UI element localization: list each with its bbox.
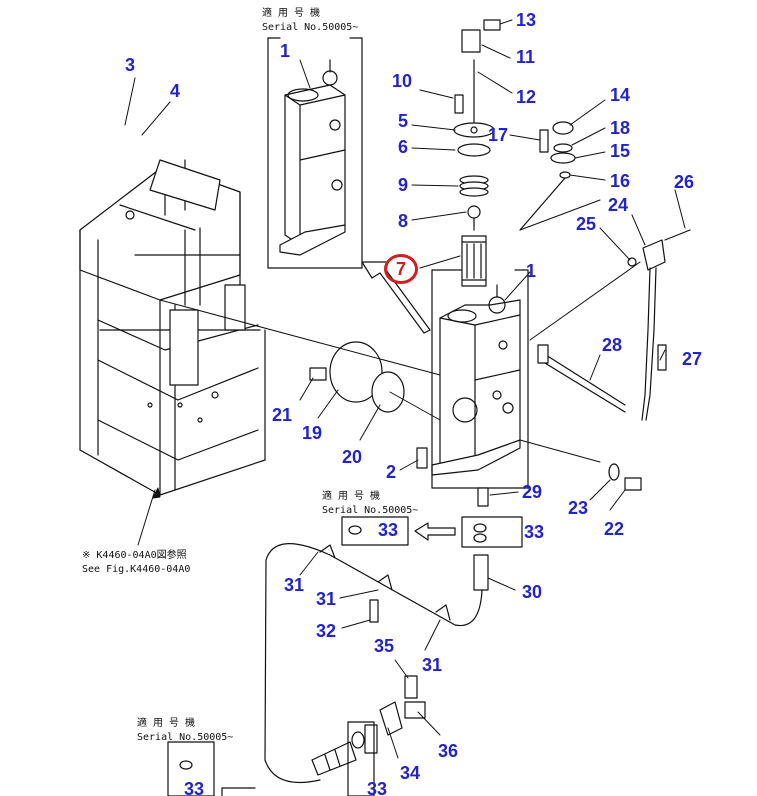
highlighted-callout-7[interactable]: 7 [384,254,418,284]
callout-31[interactable]: 31 [316,589,337,609]
callout-22[interactable]: 22 [604,519,625,539]
callout-3[interactable]: 3 [125,55,136,75]
callout-10[interactable]: 10 [392,71,413,91]
callout-14[interactable]: 14 [610,85,631,105]
callout-35[interactable]: 35 [374,636,395,656]
callout-24[interactable]: 24 [608,195,629,215]
callout-30[interactable]: 30 [522,582,543,602]
callout-29[interactable]: 29 [522,482,543,502]
callout-9[interactable]: 9 [398,175,409,195]
applicable-note-jp-middle: 適 用 号 機 [322,491,381,502]
applicable-note-jp-top: 適 用 号 機 [262,8,321,19]
reference-note-en: See Fig.K4460-04A0 [82,564,191,575]
cover-plate [309,341,405,413]
callout-34[interactable]: 34 [400,763,421,783]
filter-assembly [453,19,501,287]
callout-13[interactable]: 13 [516,10,537,30]
callout-4[interactable]: 4 [170,81,181,101]
callout-31[interactable]: 31 [422,655,443,675]
callout-25[interactable]: 25 [576,214,597,234]
callout-18[interactable]: 18 [610,118,631,138]
callout-32[interactable]: 32 [316,621,337,641]
hydraulic-tank [431,269,529,489]
callout-21[interactable]: 21 [272,405,293,425]
callout-28[interactable]: 28 [602,335,623,355]
reference-note-jp: ※ K4460-04A0図参照 [82,550,187,561]
breather-assembly [519,121,576,231]
hose-and-clamps [264,543,489,784]
callout-17[interactable]: 17 [488,125,509,145]
callout-33[interactable]: 33 [184,779,205,796]
callout-6[interactable]: 6 [398,137,409,157]
callout-15[interactable]: 15 [610,141,631,161]
callout-1[interactable]: 1 [526,261,537,281]
callout-23[interactable]: 23 [568,498,589,518]
applicable-note-jp-bottom: 適 用 号 機 [137,718,196,729]
callout-19[interactable]: 19 [302,423,323,443]
inset-serial-box-middle [341,516,523,548]
callout-2[interactable]: 2 [386,462,397,482]
callout-11[interactable]: 11 [516,47,536,67]
callout-33[interactable]: 33 [378,520,399,540]
callout-1[interactable]: 1 [280,41,291,61]
inset-serial-box-top [267,37,363,269]
serial-note-middle: Serial No.50005~ [322,505,419,516]
serial-note-top: Serial No.50005~ [262,22,359,33]
frame-structure [79,159,266,496]
drain-parts [416,447,642,507]
callout-8[interactable]: 8 [398,211,409,231]
callout-26[interactable]: 26 [674,172,695,192]
callout-36[interactable]: 36 [438,741,459,761]
callout-5[interactable]: 5 [398,111,409,131]
serial-note-bottom: Serial No.50005~ [137,732,234,743]
callout-16[interactable]: 16 [610,171,631,191]
callout-27[interactable]: 27 [682,349,703,369]
callout-33[interactable]: 33 [367,779,388,796]
level-rod-assembly [537,229,691,421]
callout-20[interactable]: 20 [342,447,363,467]
callout-12[interactable]: 12 [516,87,537,107]
leader-lines [124,19,686,759]
callout-31[interactable]: 31 [284,575,305,595]
callout-33[interactable]: 33 [524,522,545,542]
